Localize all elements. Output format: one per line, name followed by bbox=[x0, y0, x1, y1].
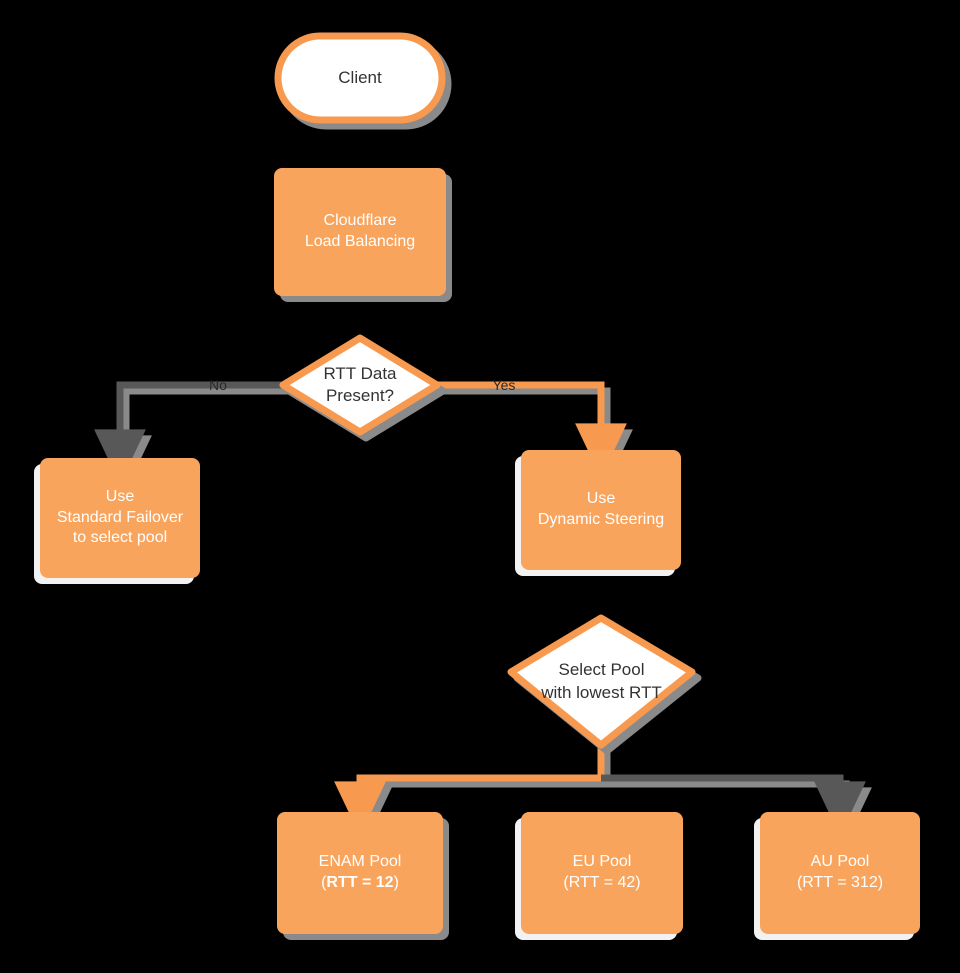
node-eu-pool[interactable] bbox=[521, 812, 683, 934]
node-rtt-decision[interactable] bbox=[279, 334, 441, 436]
node-au-pool[interactable] bbox=[760, 812, 920, 934]
edge-select-pool-to-enam-pool bbox=[334, 745, 605, 837]
edge-rtt-decision-to-standard-failover bbox=[94, 381, 283, 485]
edge-select-pool-to-au-pool bbox=[601, 774, 866, 837]
node-standard-failover[interactable] bbox=[40, 458, 200, 578]
node-select-pool[interactable] bbox=[507, 614, 696, 749]
node-load-balancing[interactable] bbox=[274, 168, 446, 296]
node-dynamic-steering[interactable] bbox=[521, 450, 681, 570]
node-client[interactable] bbox=[274, 32, 446, 124]
edge-rtt-decision-to-dynamic-steering bbox=[437, 381, 627, 479]
node-enam-pool[interactable] bbox=[277, 812, 443, 934]
